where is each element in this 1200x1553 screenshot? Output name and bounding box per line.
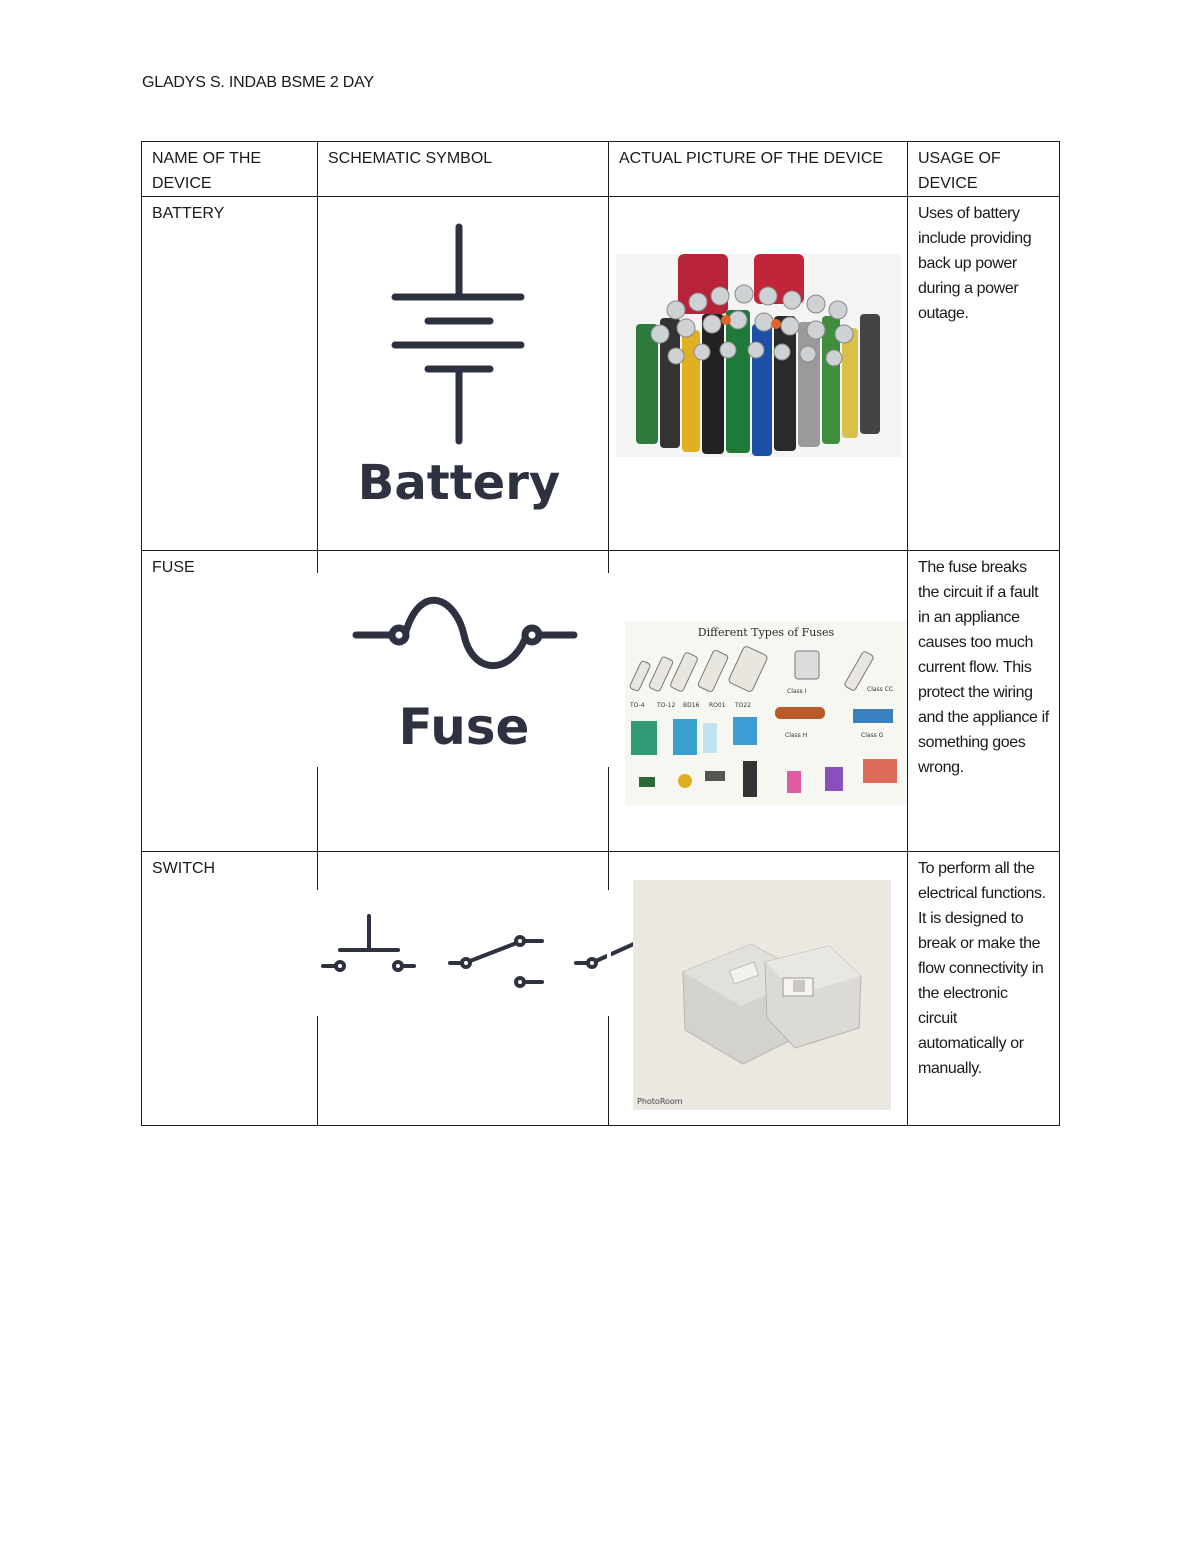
fuse-types-photo: Different Types of Fuses TO-4 TO-12 BD16 R…	[625, 621, 906, 805]
svg-text:Class G: Class G	[861, 732, 884, 739]
schematic-cell-switch	[316, 851, 640, 1126]
devices-table: NAME OF THE DEVICE SCHEMATIC SYMBOL ACTU…	[141, 141, 1060, 1126]
picture-cell-fuse: Different Types of Fuses TO-4 TO-12 BD16 R…	[607, 550, 908, 852]
device-name-switch: SWITCH	[141, 851, 318, 1126]
switch-symbols-icon	[321, 914, 640, 988]
column-header-picture: ACTUAL PICTURE OF THE DEVICE	[608, 141, 908, 197]
svg-text:Class H: Class H	[785, 732, 807, 739]
svg-text:BD16: BD16	[683, 702, 700, 709]
battery-symbol-icon: Battery	[358, 223, 560, 511]
svg-text:Class I: Class I	[787, 688, 807, 695]
column-header-name: NAME OF THE DEVICE	[141, 141, 318, 197]
fuse-photo-title: Different Types of Fuses	[698, 626, 835, 639]
usage-fuse: The fuse breaks the circuit if a fault i…	[907, 550, 1060, 852]
device-name-fuse: FUSE	[141, 550, 318, 852]
svg-text:RO01: RO01	[709, 702, 726, 709]
column-header-usage: USAGE OF DEVICE	[907, 141, 1060, 197]
table-row: FUSE Fuse Different Types of Fuses	[141, 550, 1060, 852]
photo-watermark: PhotoRoom	[637, 1097, 683, 1106]
table-row: BATTERY Battery	[141, 196, 1060, 551]
device-name-battery: BATTERY	[141, 196, 318, 551]
schematic-cell-fuse: Fuse	[316, 550, 609, 852]
picture-cell-battery	[608, 196, 908, 551]
table-row: SWITCH	[141, 851, 1060, 1126]
document-header: GLADYS S. INDAB BSME 2 DAY	[142, 74, 374, 91]
battery-symbol-label: Battery	[358, 455, 560, 511]
column-header-symbol: SCHEMATIC SYMBOL	[317, 141, 609, 197]
svg-text:TO-4: TO-4	[629, 702, 645, 709]
svg-text:TO22: TO22	[734, 702, 751, 709]
svg-text:Class CC: Class CC	[867, 686, 893, 693]
usage-switch: To perform all the electrical functions.…	[907, 851, 1060, 1126]
fuse-symbol-label: Fuse	[399, 698, 530, 756]
schematic-cell-battery: Battery	[317, 196, 609, 551]
svg-text:TO-12: TO-12	[656, 702, 676, 709]
wall-switch-photo: PhotoRoom	[633, 880, 891, 1110]
picture-cell-switch: PhotoRoom	[607, 851, 908, 1126]
batteries-photo	[616, 254, 901, 457]
usage-battery: Uses of battery include providing back u…	[907, 196, 1060, 551]
fuse-symbol-icon: Fuse	[352, 596, 578, 756]
table-header-row: NAME OF THE DEVICE SCHEMATIC SYMBOL ACTU…	[141, 141, 1060, 197]
